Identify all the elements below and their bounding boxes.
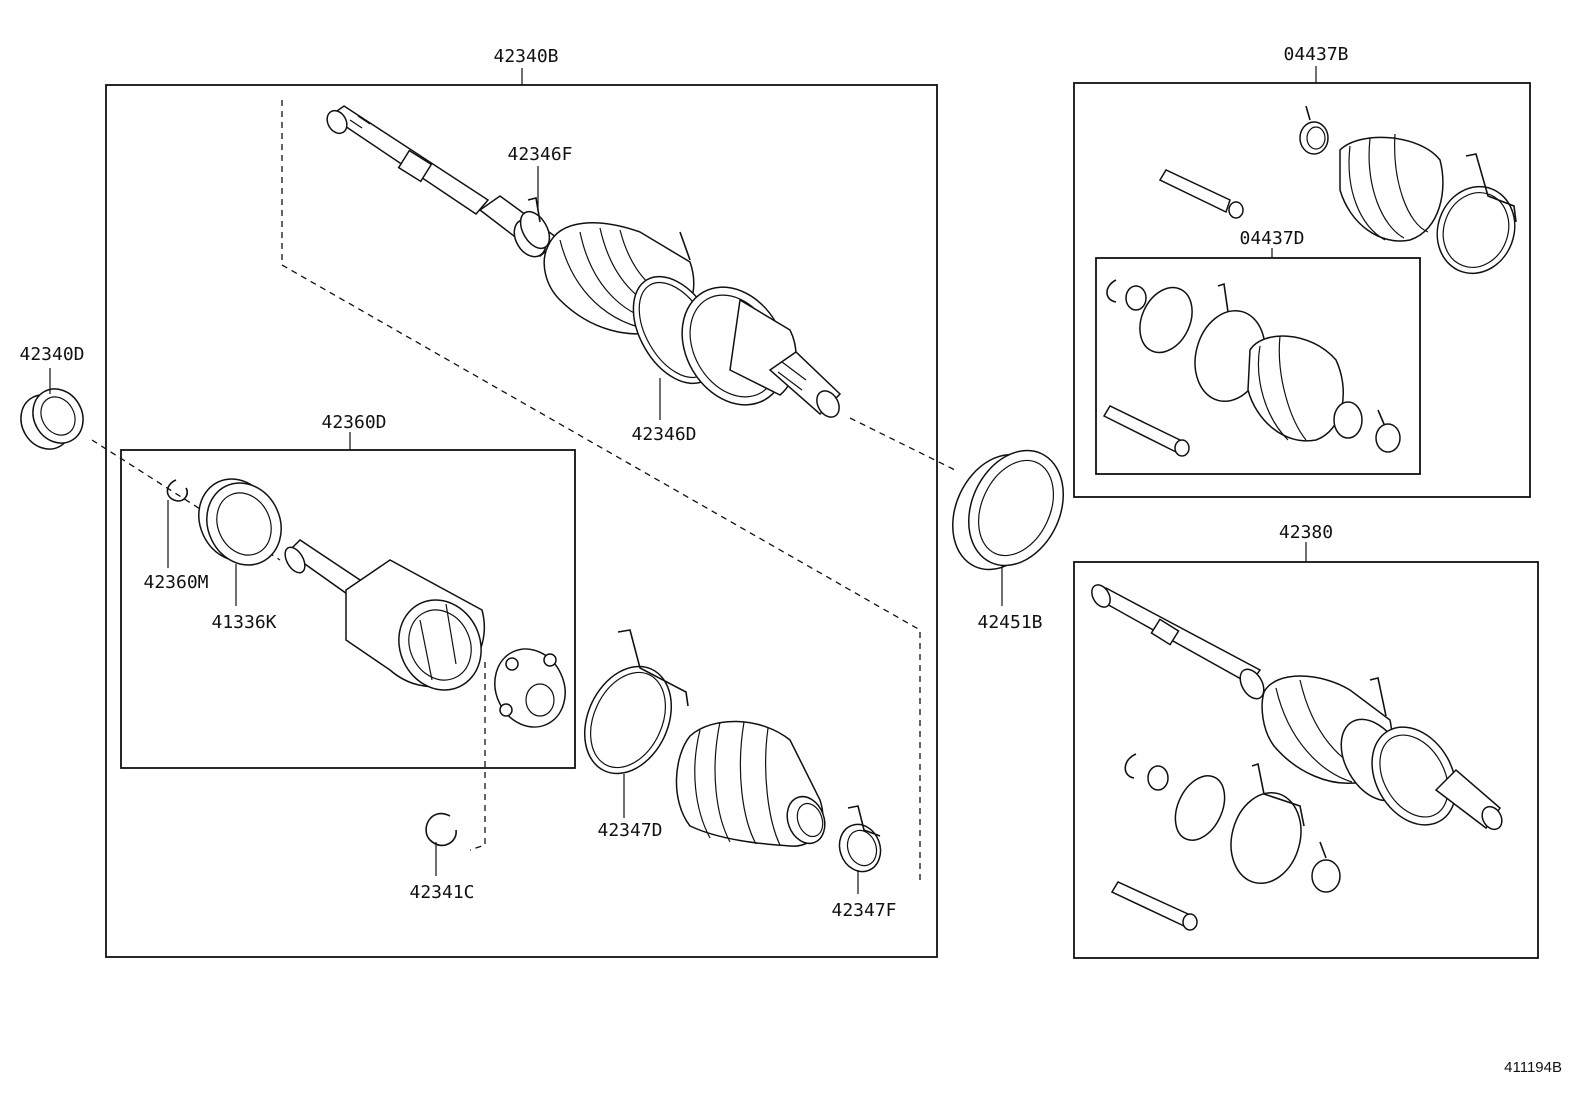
label-42347F: 42347F [831,900,896,921]
label-42341C: 42341C [409,882,474,903]
label-42360D: 42360D [321,412,386,433]
label-42347D: 42347D [597,820,662,841]
clamp-42346F [519,197,551,250]
label-42340B: 42340B [493,46,558,67]
diagram-ref-number: 411194B [1504,1059,1562,1076]
kit-04437B-parts [1158,105,1517,275]
frame-04437D [1095,257,1421,475]
label-42346D: 42346D [631,424,696,445]
label-42451B: 42451B [977,612,1042,633]
inboard-joint-42360D [284,539,486,691]
snap-ring-42360M [166,479,189,502]
bearing-42340D [20,388,84,450]
frame-42360D [120,449,576,769]
guide-42451B [849,417,956,471]
kit-04437D-parts [1102,279,1401,457]
label-42340D: 42340D [19,344,84,365]
seal-42451B [951,449,1065,571]
guide-42340D [91,439,281,561]
drive-shaft-outboard [326,105,842,418]
label-42380: 42380 [1279,522,1333,543]
assembly-guide [281,100,921,885]
label-04437D: 04437D [1239,228,1304,249]
label-42360M: 42360M [143,572,208,593]
deflector-41336K [198,478,282,566]
label-04437B: 04437B [1283,44,1348,65]
assembly-42380-parts [1091,584,1503,931]
tripod-joint [494,648,566,728]
label-42346F: 42346F [507,144,572,165]
frame-04437B [1073,82,1531,498]
guide-42341C [469,662,486,851]
inboard-boot [675,720,826,847]
band-42347D [583,629,689,775]
label-41336K: 41336K [211,612,276,633]
clamp-42347F [838,805,882,873]
snap-ring-42341C [425,812,457,847]
